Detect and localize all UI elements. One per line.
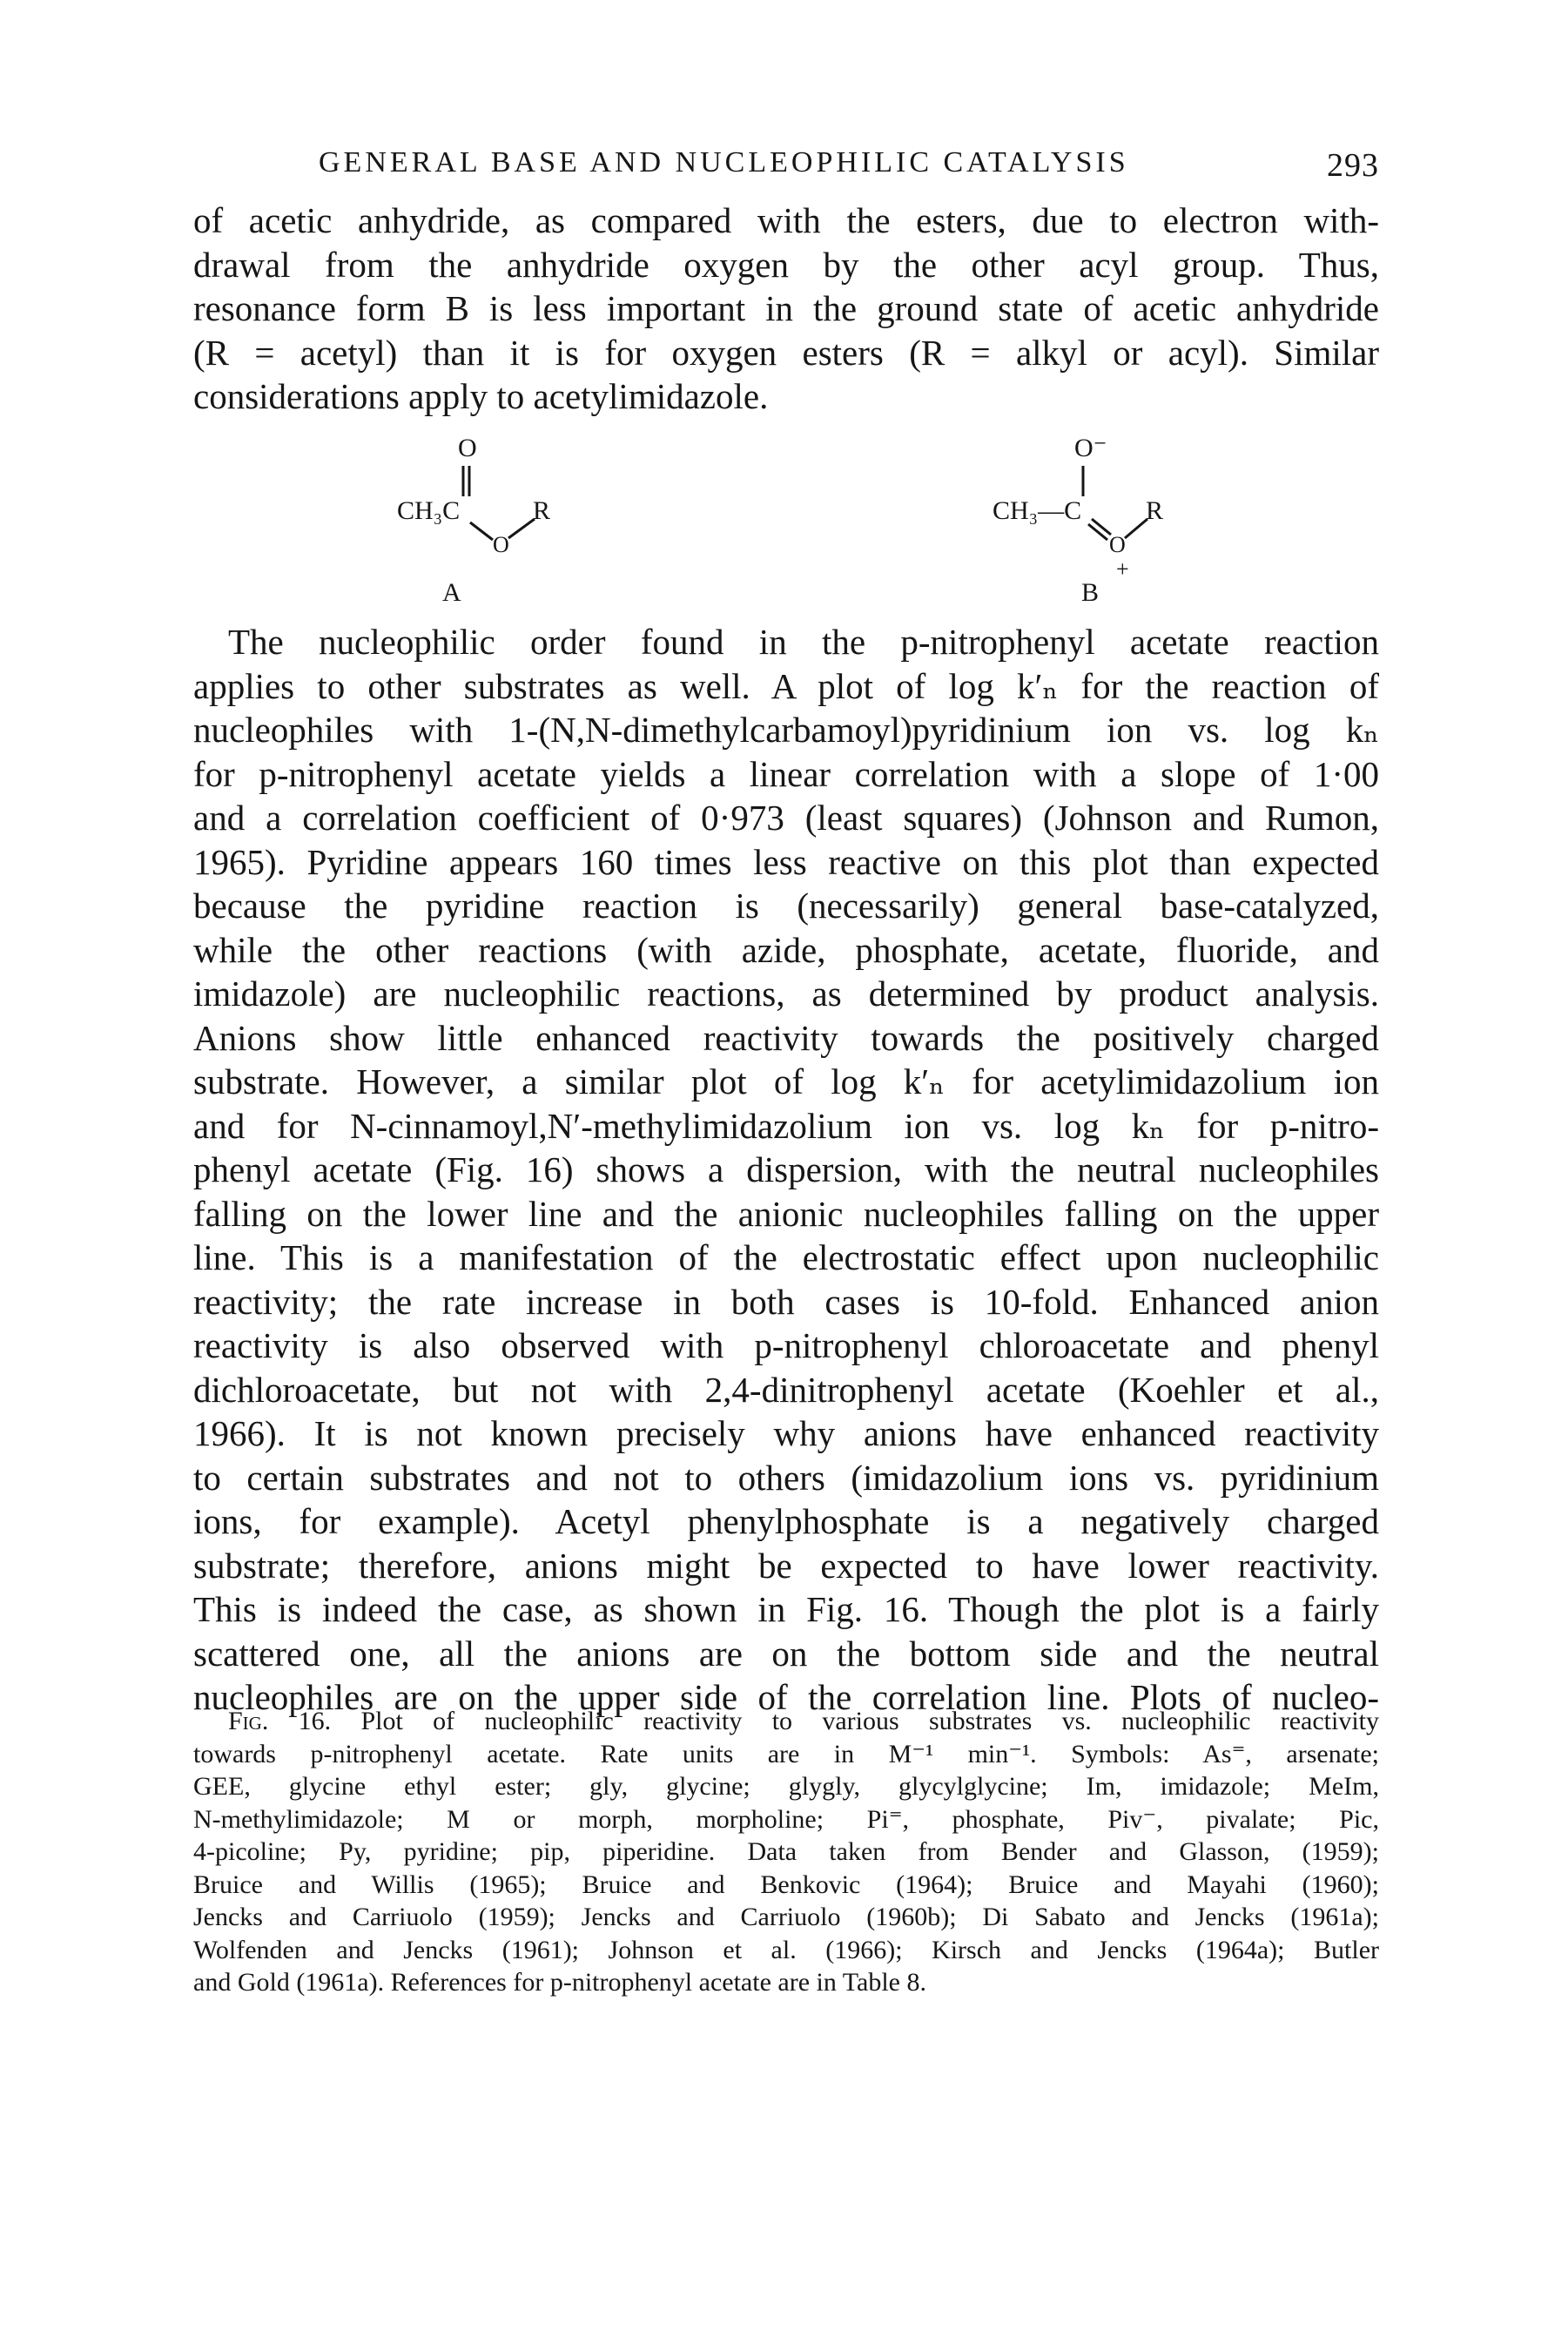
text-line: while the other reactions (with azide, p… (193, 929, 1379, 970)
text-line: This is indeed the case, as shown in Fig… (193, 1589, 1379, 1629)
text-line: 1965). Pyridine appears 160 times less r… (193, 841, 1379, 882)
text-line: Anions show little enhanced reactivity t… (193, 1017, 1379, 1058)
text-line: resonance form B is less important in th… (193, 288, 1379, 328)
page-number: 293 (1327, 147, 1379, 184)
text-line: dichloroacetate, but not with 2,4-dinitr… (193, 1369, 1379, 1410)
text-line: reactivity is also observed with p-nitro… (193, 1325, 1379, 1365)
caption-line: towards p-nitrophenyl acetate. Rate unit… (193, 1739, 1379, 1768)
caption-line: and Gold (1961a). References for p-nitro… (193, 1968, 926, 1997)
text-line: nucleophiles with 1-(N,N-dimethylcarbamo… (193, 710, 1379, 750)
paragraph-2: The nucleophilic order found in the p-ni… (193, 620, 1379, 1720)
text-line: because the pyridine reaction is (necess… (193, 886, 1379, 926)
text-line: and a correlation coefficient of 0·973 (… (193, 798, 1379, 838)
text-line: The nucleophilic order found in the p-ni… (228, 622, 1379, 662)
caption-line: Jencks and Carriuolo (1959); Jencks and … (193, 1903, 1379, 1931)
text-line: to certain substrates and not to others … (193, 1457, 1379, 1498)
structure-a-carbon: CH₃C (397, 496, 460, 525)
caption-text: Plot of nucleophilic reactivity to vario… (360, 1707, 1380, 1735)
text-line: falling on the lower line and the anioni… (193, 1193, 1379, 1234)
running-head: GENERAL BASE AND NUCLEOPHILIC CATALYSIS … (197, 146, 1379, 185)
figure-caption: Fig. 16. Plot of nucleophilic reactivity… (193, 1705, 1379, 1999)
text-line: substrate. However, a similar plot of lo… (193, 1061, 1379, 1101)
bond-line (469, 521, 494, 542)
text-line: drawal from the anhydride oxygen by the … (193, 244, 1379, 285)
caption-line: N-methylimidazole; M or morph, morpholin… (193, 1804, 1379, 1834)
caption-line: Fig. 16. Plot of nucleophilic reactivity… (193, 1705, 1379, 1738)
structure-b-ester-oxygen: O (1109, 532, 1126, 557)
structure-drawing: O CH₃C O R A O⁻ CH₃—C O + R (397, 434, 1163, 607)
text-line: of acetic anhydride, as compared with th… (193, 200, 1379, 240)
double-bond-line (1087, 522, 1108, 542)
text-line: scattered one, all the anions are on the… (193, 1633, 1379, 1674)
caption-line: 4-picoline; Py, pyridine; pip, piperidin… (193, 1837, 1379, 1866)
text-line: imidazole) are nucleophilic reactions, a… (193, 973, 1379, 1014)
text-line: applies to other substrates as well. A p… (193, 665, 1379, 706)
figure-label: Fig. 16. (228, 1707, 332, 1735)
structure-b: O⁻ CH₃—C O + R B (993, 434, 1163, 607)
resonance-structures: O CH₃C O R A O⁻ CH₃—C O + R (0, 427, 1568, 610)
structure-b-label: B (1081, 578, 1099, 607)
text-line: line. This is a manifestation of the ele… (193, 1237, 1379, 1277)
positive-charge: + (1116, 556, 1129, 582)
text-line: substrate; therefore, anions might be ex… (193, 1545, 1379, 1586)
text-line: reactivity; the rate increase in both ca… (193, 1281, 1379, 1322)
structure-b-carbon: CH₃—C (993, 496, 1081, 525)
bond-line (508, 517, 535, 540)
caption-line: Bruice and Willis (1965); Bruice and Ben… (193, 1869, 1379, 1899)
structure-a-r-group: R (533, 496, 550, 525)
text-line: ions, for example). Acetyl phenylphospha… (193, 1501, 1379, 1541)
structure-a-label: A (442, 578, 461, 607)
text-line: and for N-cinnamoyl,N′-methylimidazolium… (193, 1105, 1379, 1146)
text-line: considerations apply to acetylimidazole. (193, 376, 769, 416)
running-title: GENERAL BASE AND NUCLEOPHILIC CATALYSIS (319, 146, 1129, 179)
text-line: 1966). It is not known precisely why ani… (193, 1413, 1379, 1453)
text-line: for p-nitrophenyl acetate yields a linea… (193, 753, 1379, 794)
double-bond-line (1091, 517, 1112, 536)
bond-line (1124, 517, 1148, 540)
text-line: (R = acetyl) than it is for oxygen ester… (193, 332, 1379, 373)
structure-b-oxide: O⁻ (1074, 434, 1107, 462)
structure-a-ester-oxygen: O (493, 532, 509, 557)
text-line: phenyl acetate (Fig. 16) shows a dispers… (193, 1149, 1379, 1189)
text-line: nucleophiles are on the upper side of th… (193, 1677, 1379, 1717)
structure-b-r-group: R (1146, 496, 1163, 525)
caption-line: GEE, glycine ethyl ester; gly, glycine; … (193, 1772, 1379, 1801)
structure-a: O CH₃C O R A (397, 434, 550, 607)
paragraph-1: of acetic anhydride, as compared with th… (193, 199, 1379, 419)
structure-a-oxygen: O (458, 434, 477, 462)
caption-line: Wolfenden and Jencks (1961); Johnson et … (193, 1935, 1379, 1964)
